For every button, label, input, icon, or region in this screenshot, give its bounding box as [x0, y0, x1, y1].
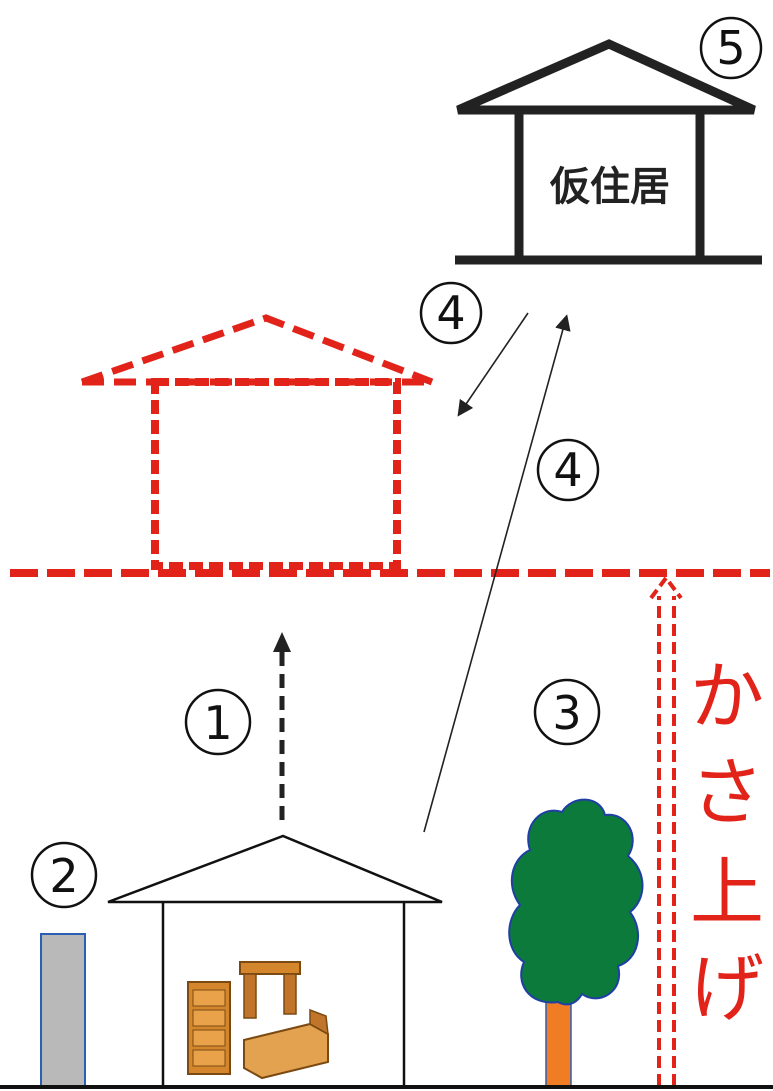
raise-arrow	[649, 574, 683, 1086]
step-4-arrow-to-temporary	[423, 314, 571, 833]
step-4-left-marker: 4	[419, 281, 483, 345]
step-4-right-marker: 4	[536, 438, 600, 502]
step-3-label: 3	[552, 686, 581, 740]
step-4-left-label: 4	[436, 286, 465, 340]
furniture-icon	[187, 961, 329, 1080]
original-house	[107, 834, 443, 1086]
raised-house	[80, 314, 434, 570]
original-house-roof	[107, 834, 443, 904]
raised-house-body	[151, 378, 401, 570]
raise-char-2: さ	[690, 750, 764, 836]
step-1-label: 1	[203, 696, 232, 750]
temporary-house: 仮住居	[455, 39, 762, 265]
step-1-arrow-head	[273, 632, 291, 652]
pole-icon	[40, 933, 86, 1087]
tree-trunk	[545, 997, 572, 1087]
raise-char-3: 上	[690, 850, 764, 936]
temporary-house-label: 仮住居	[549, 164, 670, 210]
step-5-label: 5	[716, 21, 745, 75]
tree-foliage	[508, 798, 644, 1006]
raise-char-1: か	[690, 654, 764, 740]
step-3-marker: 3	[533, 678, 601, 746]
step-2-marker: 2	[30, 841, 98, 909]
raised-house-roof	[80, 314, 434, 386]
step-4-arrow-to-raised	[457, 312, 529, 417]
step-2-label: 2	[49, 849, 78, 903]
raise-label: か さ 上 げ	[690, 654, 764, 1032]
raise-char-4: げ	[690, 946, 764, 1032]
step-4-right-label: 4	[553, 443, 582, 497]
step-5-marker: 5	[699, 16, 763, 80]
tree-icon	[508, 798, 644, 1087]
step-1-marker: 1	[184, 688, 252, 756]
temporary-house-roof	[456, 39, 756, 115]
